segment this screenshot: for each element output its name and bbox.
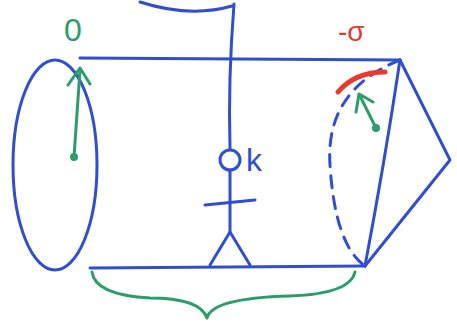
cone bbox=[365, 60, 450, 266]
stick-figure-legs bbox=[210, 232, 250, 265]
label: -σ bbox=[338, 18, 365, 46]
right-end-solid bbox=[365, 60, 400, 266]
stick-figure-head bbox=[220, 150, 240, 170]
right-arrow-head bbox=[356, 94, 373, 112]
label: 0 bbox=[64, 14, 82, 46]
length-bracket bbox=[92, 272, 355, 318]
stick-figure-arms bbox=[205, 200, 255, 205]
left-arrow bbox=[74, 70, 80, 157]
charge-arc bbox=[338, 72, 385, 92]
tube-bottom-line bbox=[90, 266, 365, 268]
left-arrow-head bbox=[68, 68, 90, 85]
label: k bbox=[246, 144, 262, 176]
tube-top-line bbox=[80, 58, 400, 60]
string-line bbox=[230, 4, 235, 148]
left-end-ellipse bbox=[13, 60, 97, 270]
top-wire bbox=[140, 2, 232, 11]
